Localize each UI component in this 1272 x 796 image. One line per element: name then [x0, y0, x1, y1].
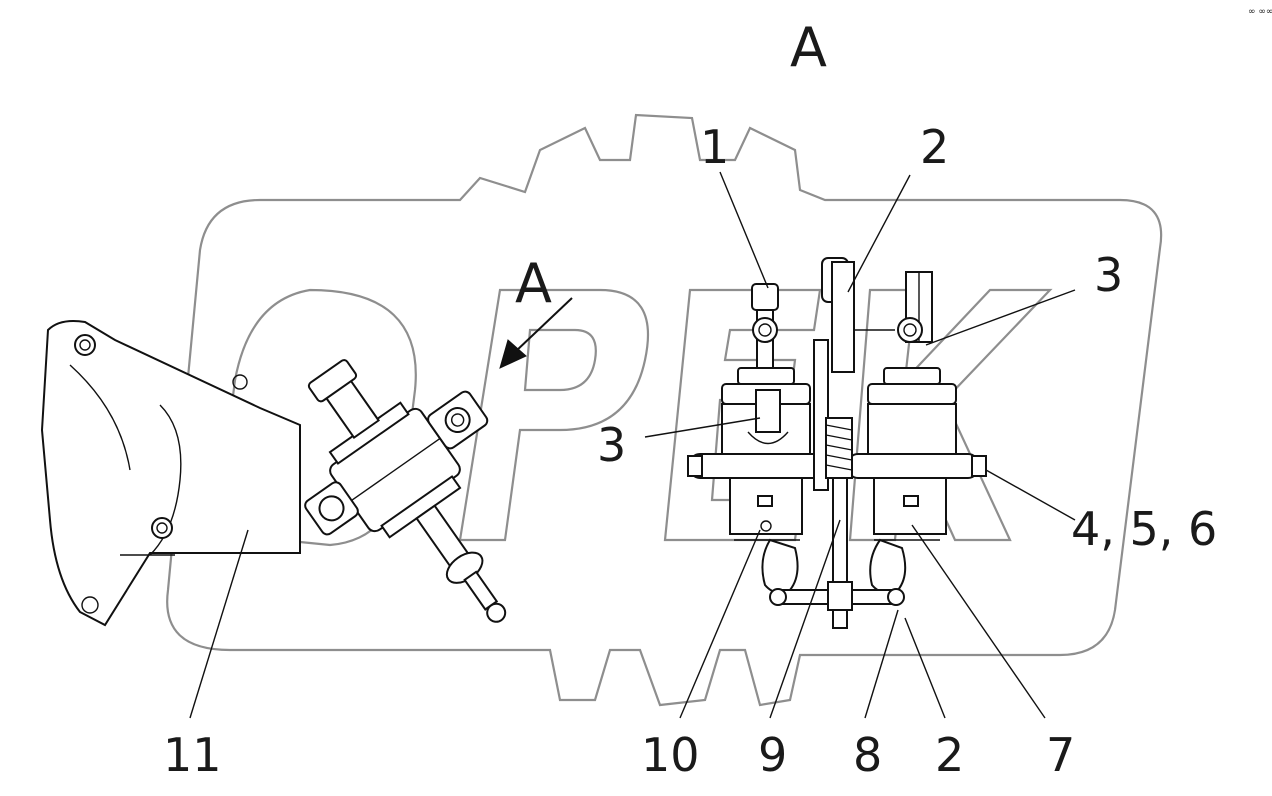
- callout-9: 9: [758, 728, 787, 782]
- view-arrow-label: A: [515, 252, 552, 315]
- bracket-assembly: [40, 320, 301, 627]
- callout-2-bottom: 2: [935, 728, 964, 782]
- callout-2-top: 2: [920, 120, 949, 174]
- callout-10: 10: [641, 728, 700, 782]
- corner-mark: ∞ ∞∞: [1248, 7, 1272, 17]
- callout-3-left: 3: [597, 418, 626, 472]
- callout-11: 11: [163, 728, 222, 782]
- callout-8: 8: [853, 728, 882, 782]
- callout-7: 7: [1046, 728, 1075, 782]
- leader-lines: [189, 171, 1076, 719]
- central-lever-assembly: [769, 257, 905, 629]
- valve-right: [847, 271, 987, 594]
- callout-4-5-6: 4, 5, 6: [1071, 502, 1217, 556]
- view-title: A: [790, 16, 827, 79]
- callout-1: 1: [700, 120, 729, 174]
- callout-3-right: 3: [1094, 248, 1123, 302]
- watermark-logo: [166, 113, 1163, 707]
- view-arrow: [499, 297, 573, 369]
- tilted-brake-valve: [304, 359, 507, 623]
